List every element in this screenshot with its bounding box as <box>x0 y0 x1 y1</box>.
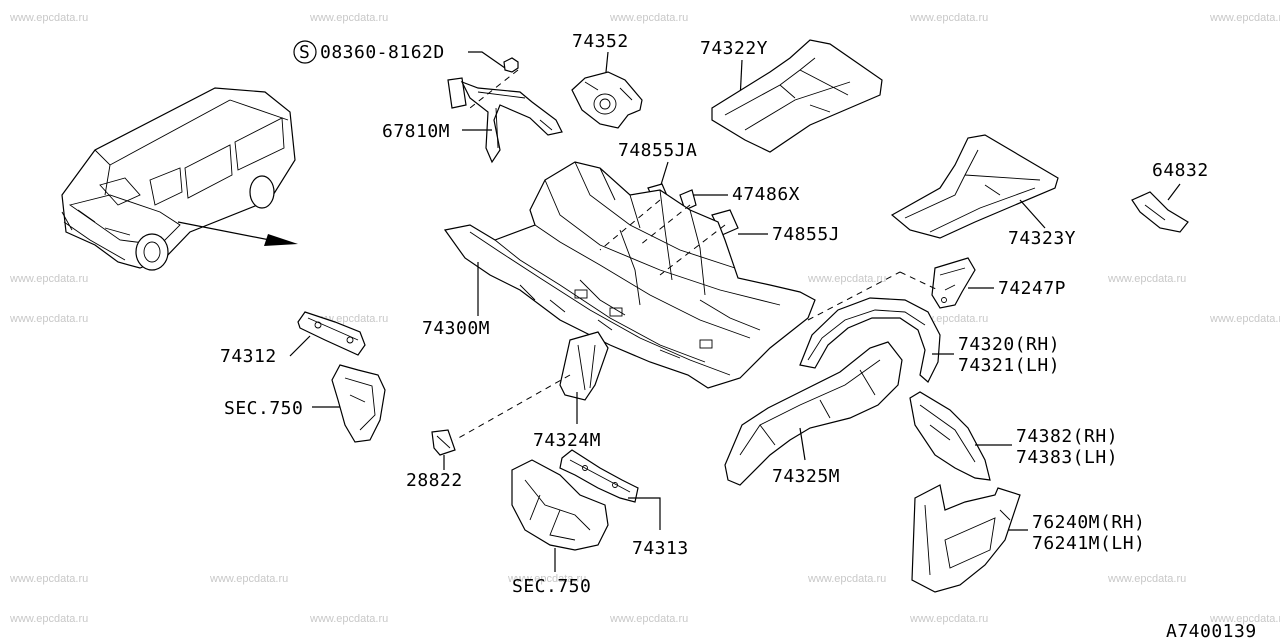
part-74324M[interactable]: 74324M <box>533 331 609 451</box>
watermark: www.epcdata.ru <box>909 12 988 24</box>
label-74313: 74313 <box>632 538 689 559</box>
label-sec750-upper: SEC.750 <box>224 398 303 419</box>
label-74352: 74352 <box>572 31 629 52</box>
part-74313[interactable]: 74313 <box>559 449 689 559</box>
part-64832[interactable]: 64832 <box>1131 160 1209 233</box>
watermark: www.epcdata.ru <box>9 613 88 625</box>
part-76240M-76241M[interactable]: 76240M(RH) 76241M(LH) <box>911 484 1145 593</box>
part-bolt-08360-8162D[interactable]: S 08360-8162D <box>293 40 519 73</box>
label-28822: 28822 <box>406 470 463 491</box>
watermark: www.epcdata.ru <box>9 313 88 325</box>
watermark: www.epcdata.ru <box>309 613 388 625</box>
vehicle-illustration <box>61 87 298 271</box>
label-47486X: 47486X <box>732 184 800 205</box>
label-74320RH: 74320(RH) <box>958 334 1060 355</box>
bolt-symbol: S <box>299 42 310 63</box>
label-sec750-lower: SEC.750 <box>512 576 591 597</box>
dashed-leaders <box>454 69 939 441</box>
watermark: www.epcdata.ru <box>807 273 886 285</box>
watermark: www.epcdata.ru <box>1209 12 1280 24</box>
label-74324M: 74324M <box>533 430 601 451</box>
part-67810M[interactable]: 67810M <box>382 77 563 164</box>
part-74300M[interactable]: 74300M <box>422 161 816 389</box>
watermark: www.epcdata.ru <box>1107 573 1186 585</box>
part-28822[interactable]: 28822 <box>406 429 463 491</box>
part-74352[interactable]: 74352 <box>571 31 643 129</box>
label-74323Y: 74323Y <box>1008 228 1076 249</box>
watermark: www.epcdata.ru <box>507 573 586 585</box>
watermark: www.epcdata.ru <box>909 613 988 625</box>
label-74325M: 74325M <box>772 466 840 487</box>
part-74855J[interactable]: 74855J <box>711 209 840 245</box>
label-74247P: 74247P <box>998 278 1066 299</box>
label-74321LH: 74321(LH) <box>958 355 1060 376</box>
label-74383LH: 74383(LH) <box>1016 447 1118 468</box>
watermark: www.epcdata.ru <box>209 573 288 585</box>
watermark: www.epcdata.ru <box>609 12 688 24</box>
watermark: www.epcdata.ru <box>609 613 688 625</box>
part-sec750-lower[interactable]: SEC.750 <box>511 459 609 597</box>
label-74300M: 74300M <box>422 318 490 339</box>
part-74325M[interactable]: 74325M <box>724 341 903 487</box>
label-74382RH: 74382(RH) <box>1016 426 1118 447</box>
watermark: www.epcdata.ru <box>9 273 88 285</box>
label-74312: 74312 <box>220 346 277 367</box>
label-76241M-LH: 76241M(LH) <box>1032 533 1145 554</box>
watermark: www.epcdata.ru <box>807 573 886 585</box>
label-76240M-RH: 76240M(RH) <box>1032 512 1145 533</box>
part-47486X[interactable]: 47486X <box>679 184 800 211</box>
part-sec750-upper[interactable]: SEC.750 <box>224 364 386 443</box>
watermark: www.epcdata.ru <box>1209 613 1280 625</box>
watermark: www.epcdata.ru <box>9 573 88 585</box>
part-74247P[interactable]: 74247P <box>931 257 1066 309</box>
label-74855JA: 74855JA <box>618 140 697 161</box>
part-74382-74383[interactable]: 74382(RH) 74383(LH) <box>909 391 1118 481</box>
watermark: www.epcdata.ru <box>1107 273 1186 285</box>
label-74322Y: 74322Y <box>700 38 768 59</box>
watermark: www.epcdata.ru <box>9 12 88 24</box>
label-67810M: 67810M <box>382 121 450 142</box>
label-64832: 64832 <box>1152 160 1209 181</box>
watermark: www.epcdata.ru <box>1209 313 1280 325</box>
label-08360-8162D: 08360-8162D <box>320 42 445 63</box>
part-74323Y[interactable]: 74323Y <box>890 134 1076 249</box>
part-74322Y[interactable]: 74322Y <box>700 38 883 153</box>
label-74855J: 74855J <box>772 224 840 245</box>
watermark: www.epcdata.ru <box>309 12 388 24</box>
diagram-code: A7400139 <box>1166 621 1257 640</box>
part-74312[interactable]: 74312 <box>220 311 366 367</box>
part-74320-74321[interactable]: 74320(RH) 74321(LH) <box>799 297 1060 383</box>
